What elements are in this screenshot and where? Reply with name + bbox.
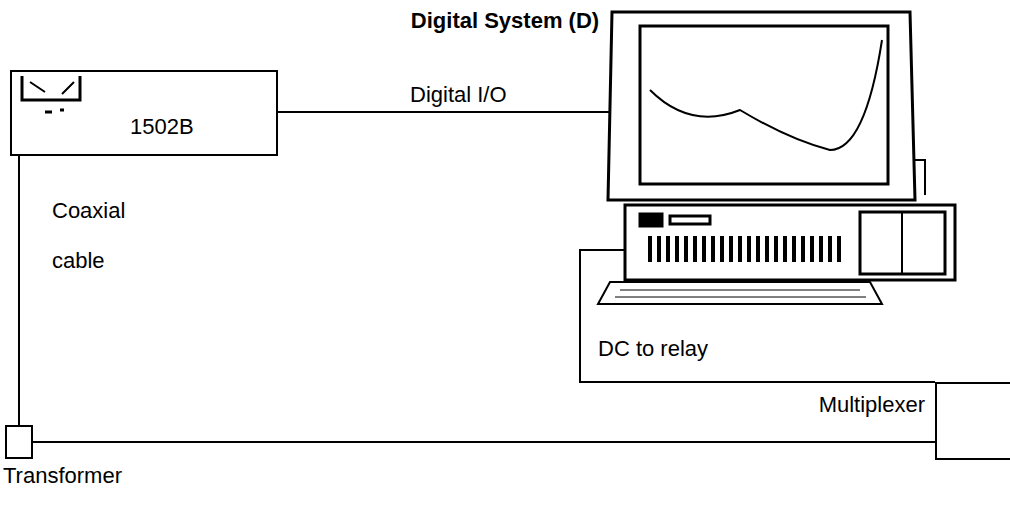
diagram-title: Digital System (D): [0, 8, 1010, 34]
digital-io-wire: [278, 111, 630, 113]
connector-line: [19, 156, 20, 425]
edge-label: Coaxial cable: [52, 186, 152, 286]
instrument-box: 1502B: [10, 70, 278, 156]
multiplexer-box: Multiplexer: [935, 382, 1010, 460]
signal-label: DC to relay: [598, 336, 708, 362]
connector-line: [33, 442, 935, 443]
signal-label: Digital I/O: [410, 82, 507, 108]
node-label: Transformer: [3, 463, 122, 489]
node-label: 1502B: [130, 114, 194, 140]
tdr-screen-icon: [22, 76, 80, 112]
node-label: Multiplexer: [819, 392, 925, 418]
transformer-box: Transformer: [5, 425, 33, 459]
computer: [598, 12, 955, 304]
